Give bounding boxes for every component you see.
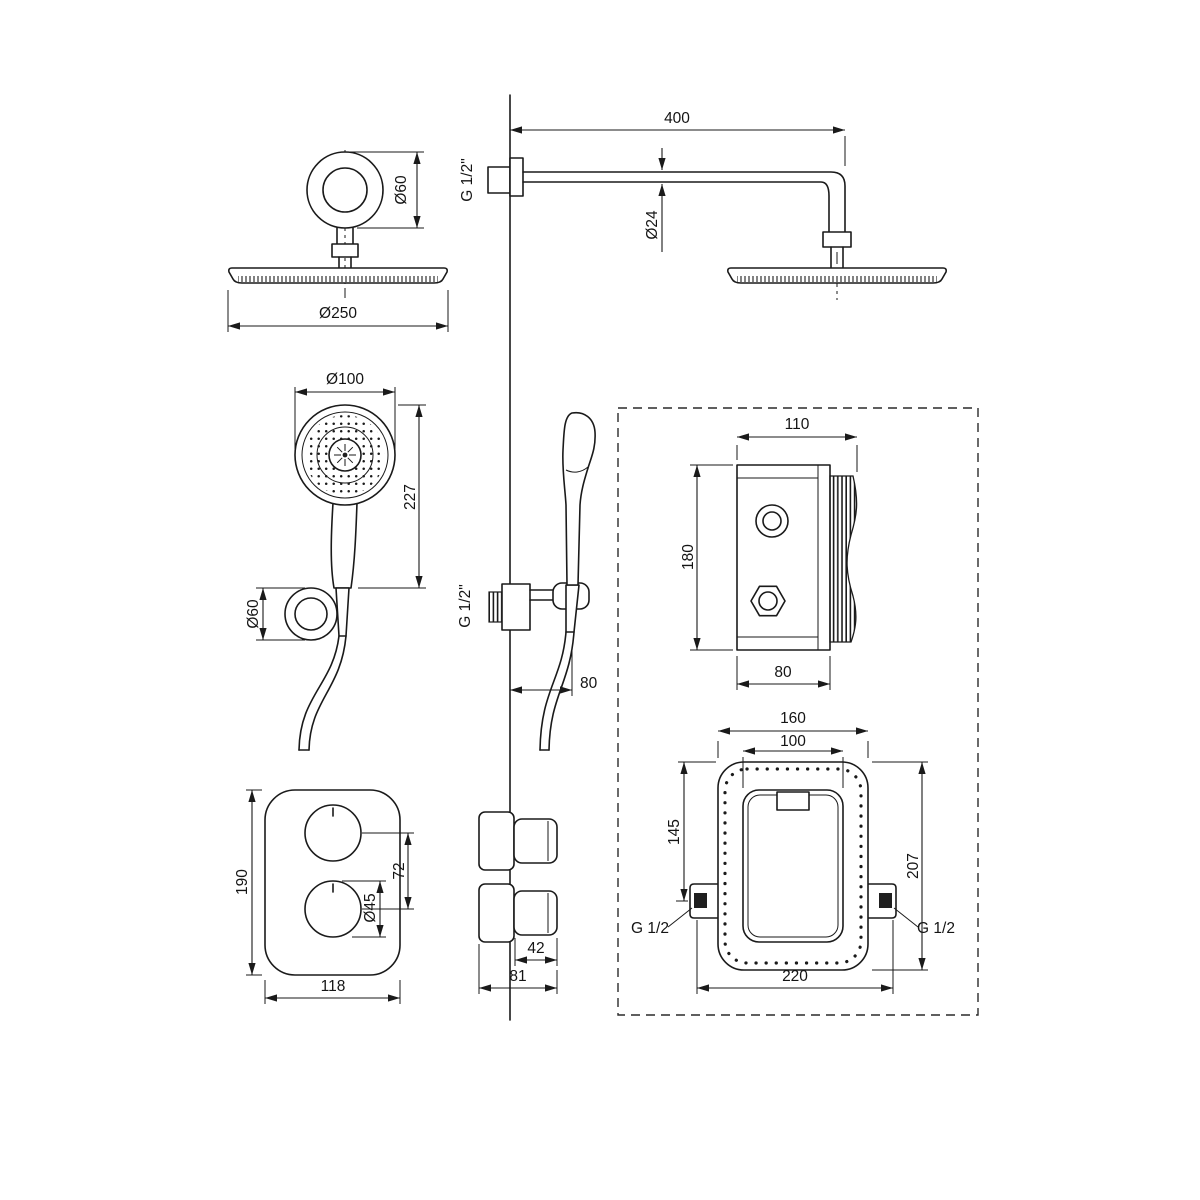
dim-knob-spacing-label: 72 bbox=[391, 862, 408, 879]
dim-holder-diameter-label: Ø60 bbox=[245, 599, 262, 629]
shower-head-edge bbox=[228, 267, 448, 284]
dim-trim-width-label: 118 bbox=[321, 978, 346, 995]
trim-front-view: 190 72 Ø45 118 bbox=[234, 789, 414, 1004]
dim-knob-depth-label: 42 bbox=[527, 940, 544, 957]
dim-outlet-offset-label: 80 bbox=[580, 675, 598, 692]
dim-valve-width-label: 80 bbox=[774, 664, 792, 681]
thread-arm-label: G 1/2" bbox=[459, 158, 476, 201]
dim-box-port-offset-label: 145 bbox=[666, 819, 683, 845]
dim-valve-depth-label: 110 bbox=[785, 416, 810, 433]
handshower-front-view: Ø100 227 Ø60 bbox=[245, 371, 426, 751]
dim-valve-height-label: 180 bbox=[680, 544, 697, 570]
shower-head-edge bbox=[727, 267, 947, 284]
dim-box-outer-width-label: 160 bbox=[780, 710, 806, 727]
rain-shower-side-view: Ø60 Ø250 bbox=[227, 150, 449, 332]
valve-front-view: G 1/2 G 1/2 160 100 145 207 220 bbox=[631, 710, 955, 994]
detail-dashed-box bbox=[617, 407, 979, 1016]
thread-box-right-label: G 1/2 bbox=[917, 920, 955, 937]
dim-handshower-diameter-label: Ø100 bbox=[326, 371, 364, 388]
thread-outlet-label: G 1/2" bbox=[457, 584, 474, 627]
dim-box-inner-width-label: 100 bbox=[780, 733, 806, 750]
dim-handshower-length-label: 227 bbox=[402, 484, 419, 510]
handshower-side-view: G 1/2" 80 bbox=[457, 411, 598, 751]
dim-trim-depth-label: 81 bbox=[509, 968, 526, 985]
dim-box-port-span-label: 220 bbox=[782, 968, 808, 985]
rain-shower-front-view: 400 G 1/2" Ø24 bbox=[459, 110, 947, 300]
dim-arm-length-label: 400 bbox=[664, 110, 690, 127]
dim-knob-diameter-label: Ø45 bbox=[362, 893, 379, 922]
dim-flange-diameter-label: Ø60 bbox=[393, 175, 410, 205]
dim-trim-height-label: 190 bbox=[234, 869, 251, 895]
spray-center-star bbox=[334, 444, 356, 466]
dim-head-diameter-label: Ø250 bbox=[319, 305, 357, 322]
valve-side-view: 110 180 80 bbox=[680, 416, 858, 690]
thread-box-left-label: G 1/2 bbox=[631, 920, 669, 937]
trim-side-view: 42 81 bbox=[478, 811, 558, 994]
dim-box-height-label: 207 bbox=[905, 853, 922, 879]
dim-arm-pipe-diameter-label: Ø24 bbox=[644, 210, 661, 240]
